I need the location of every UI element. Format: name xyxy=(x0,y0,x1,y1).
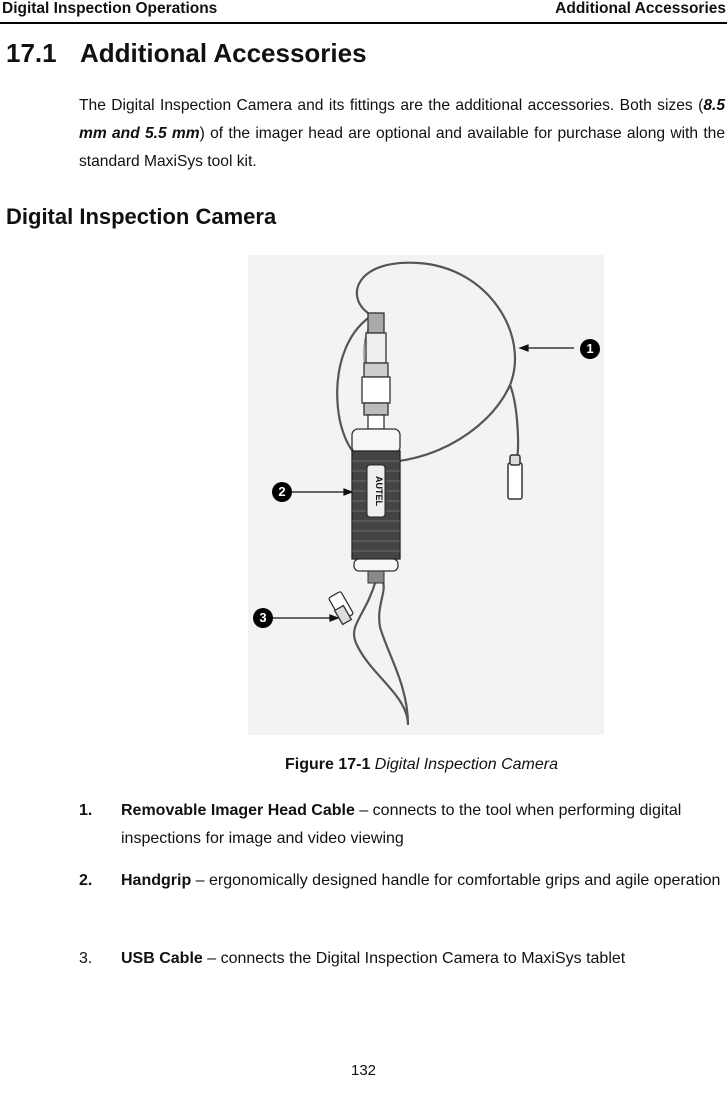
list-item-text: – connects to the tool when performing d… xyxy=(121,802,682,847)
list-item-number: 1. xyxy=(79,802,93,819)
subheading: Digital Inspection Camera xyxy=(6,204,277,229)
callout-1: 1 xyxy=(580,339,600,359)
section-title-text: Additional Accessories xyxy=(80,38,367,68)
callout-3: 3 xyxy=(253,608,273,628)
list-item-term: USB Cable xyxy=(121,950,203,967)
intro-sizes: 8.5 mm and 5.5 mm xyxy=(79,97,725,142)
header-section-title: Additional Accessories xyxy=(555,0,726,17)
list-item-number: 3. xyxy=(79,950,93,967)
section-title: 17.1 Additional Accessories xyxy=(6,38,367,69)
caption-title: Digital Inspection Camera xyxy=(374,756,558,773)
list-item-body: Removable Imager Head Cable – connects t… xyxy=(121,797,727,853)
brand-label: AUTEL xyxy=(374,476,384,506)
list-item-text: – connects the Digital Inspection Camera… xyxy=(202,950,626,967)
intro-text-2: ) of the imager head are optional and av… xyxy=(79,125,726,170)
section-number: 17.1 xyxy=(6,38,57,68)
handgrip: AUTEL xyxy=(351,428,401,584)
usb-plug xyxy=(328,591,354,626)
camera-figure: AUTEL 1 2 3 xyxy=(248,255,604,735)
caption-label: Figure 17-1 xyxy=(284,756,371,773)
list-item-text: – ergonomically designed handle for comf… xyxy=(191,872,721,889)
cable-to-head xyxy=(508,384,520,464)
intro-paragraph: The Digital Inspection Camera and its fi… xyxy=(79,92,725,176)
header-chapter-title: Digital Inspection Operations xyxy=(2,0,218,17)
callout-2: 2 xyxy=(272,482,292,502)
connector xyxy=(361,312,391,430)
running-header: Digital Inspection Operations Additional… xyxy=(0,0,727,24)
intro-text-1: The Digital Inspection Camera and its fi… xyxy=(79,97,704,114)
list-item-term: Removable Imager Head Cable xyxy=(121,802,355,819)
list-item-body: Handgrip – ergonomically designed handle… xyxy=(121,867,727,895)
imager-head xyxy=(507,454,523,500)
callout-arrows xyxy=(270,344,574,622)
usb-cable xyxy=(353,579,410,726)
list-item-term: Handgrip xyxy=(121,872,192,889)
camera-illustration: AUTEL xyxy=(270,261,574,726)
list-item-number: 2. xyxy=(79,872,93,889)
figure-caption: Figure 17-1 Digital Inspection Camera xyxy=(0,756,727,774)
list-item-body: USB Cable – connects the Digital Inspect… xyxy=(121,945,727,973)
page-number: 132 xyxy=(350,1062,377,1079)
